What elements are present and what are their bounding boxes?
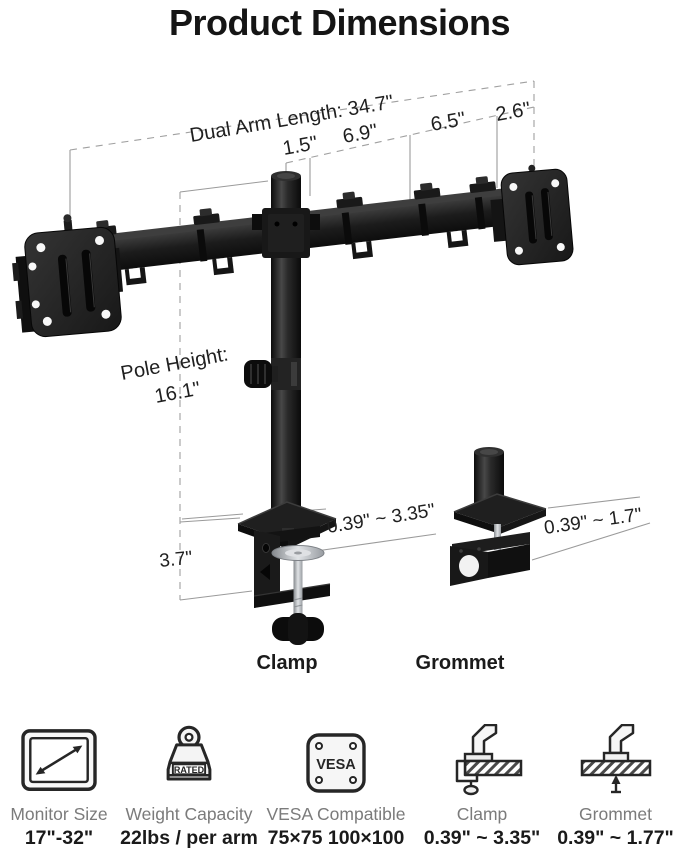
feature-monitor-size: Monitor Size 17"-32": [0, 724, 118, 850]
left-vesa-plate: [12, 214, 124, 338]
clamp-thickness-range: 0.39" ~ 3.35": [325, 500, 436, 538]
rated-text: RATED: [174, 765, 205, 775]
segment-3-label: 6.5": [429, 108, 467, 136]
feature-label: Grommet: [579, 804, 652, 824]
pole-height-value: 16.1": [153, 378, 202, 408]
monitor-arm-illustration: Dual Arm Length: 34.7" 1.5" 6.9" 6.5" 2.…: [12, 80, 651, 674]
weight-capacity-icon: RATED: [143, 724, 235, 798]
feature-value: 75×75 100×100: [267, 827, 405, 850]
feature-row: Monitor Size 17"-32" RATED Weight Capaci…: [0, 724, 679, 850]
segment-2-label: 6.9": [341, 120, 379, 148]
vesa-compatible-icon: VESA: [290, 724, 382, 798]
feature-label: Monitor Size: [10, 804, 108, 824]
clamp-caption: Clamp: [256, 652, 317, 674]
grommet-icon: [570, 724, 662, 798]
page-title: Product Dimensions: [168, 2, 511, 43]
grommet-base: [450, 447, 547, 586]
feature-vesa-compatible: VESA VESA Compatible 75×75 100×100: [260, 724, 412, 850]
clamp-base: [237, 501, 337, 645]
center-pole: [244, 171, 320, 516]
clamp-icon: [435, 724, 530, 798]
clamp-screw: [271, 545, 325, 645]
vesa-text: VESA: [316, 757, 356, 773]
height-adjust-knob: [244, 360, 278, 388]
monitor-size-icon: [13, 724, 105, 798]
feature-label: Weight Capacity: [125, 804, 253, 824]
feature-grommet: Grommet 0.39" ~ 1.77": [552, 724, 679, 850]
feature-value: 22lbs / per arm: [120, 827, 258, 850]
product-dimensions-diagram: Dual Arm Length: 34.7" 1.5" 6.9" 6.5" 2.…: [0, 75, 679, 695]
feature-value: 17"-32": [24, 827, 94, 850]
grommet-caption: Grommet: [416, 652, 505, 674]
clamp-depth-label: 3.7": [158, 548, 193, 572]
feature-value: 0.39" ~ 3.35": [423, 827, 541, 850]
feature-label: Clamp: [456, 804, 508, 824]
feature-weight-capacity: RATED Weight Capacity 22lbs / per arm: [118, 724, 260, 850]
feature-value: 0.39" ~ 1.77": [557, 827, 674, 850]
feature-label: VESA Compatible: [266, 804, 406, 824]
segment-4-label: 2.6": [494, 98, 532, 126]
pole-arm-collar: [252, 208, 320, 258]
grommet-thickness-range: 0.39" ~ 1.7": [543, 504, 644, 539]
segment-1-label: 1.5": [281, 132, 319, 160]
right-vesa-plate: [490, 164, 574, 266]
cable-hooks: [124, 229, 469, 286]
pole-height-label: Pole Height:: [119, 343, 230, 384]
feature-clamp: Clamp 0.39" ~ 3.35": [412, 724, 552, 850]
